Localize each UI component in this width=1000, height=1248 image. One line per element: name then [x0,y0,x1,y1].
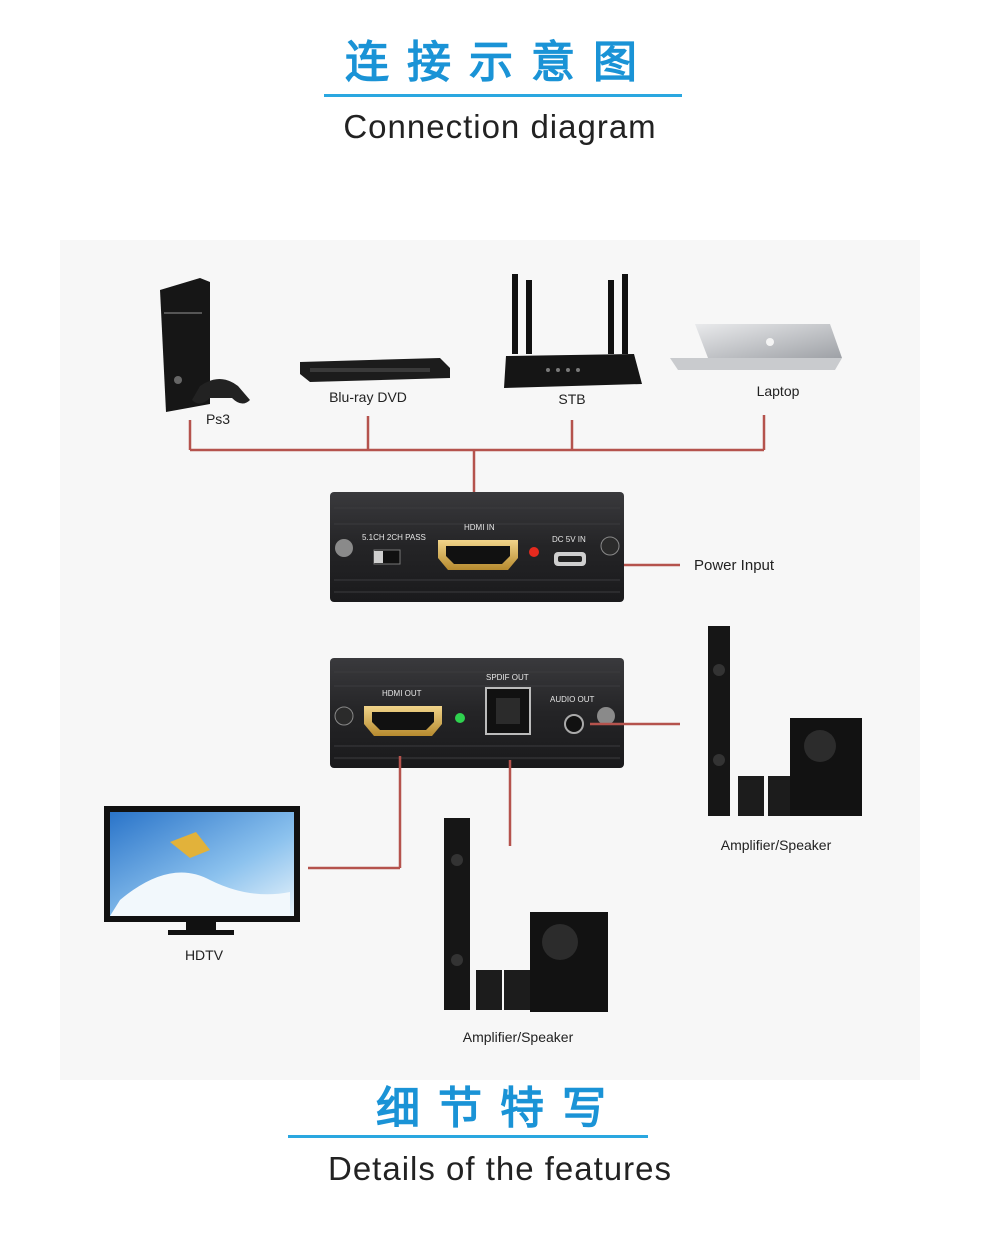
footer-zh-title: 细节特写 [376,1083,624,1134]
dc-in-label: DC 5V IN [552,535,586,544]
connection-diagram: Ps3 Blu-ray DVD STB Laptop 5.1CH 2 [60,240,920,1080]
header-zh-title: 连接示意图 [345,37,655,88]
hdtv-label: HDTV [185,947,224,963]
audio-out-label: AUDIO OUT [550,695,595,704]
stb-icon [504,274,642,388]
stb-label: STB [558,391,585,407]
footer-en-title: Details of the features [327,1150,672,1187]
ps3-label: Ps3 [206,411,230,427]
hdmi-in-label: HDMI IN [464,523,495,532]
laptop-label: Laptop [757,383,800,399]
screw-icon [600,536,620,556]
ps3-icon [160,278,250,412]
screw-icon [597,707,615,725]
amplifier-speaker-bottom-icon [444,818,608,1012]
power-led [529,547,539,557]
screw-icon [335,539,353,557]
laptop-icon [670,324,842,370]
bluray-label: Blu-ray DVD [329,389,407,405]
amp-right-label: Amplifier/Speaker [721,837,832,853]
power-input-label: Power Input [694,557,775,574]
screw-icon [334,706,354,726]
switch-label: 5.1CH 2CH PASS [362,533,426,542]
amplifier-speaker-right-icon [708,626,862,816]
input-panel: 5.1CH 2CH PASS HDMI IN DC 5V IN [330,492,624,602]
header-en-title: Connection diagram [343,108,657,145]
hdtv-icon [104,806,300,935]
output-panel: HDMI OUT SPDIF OUT AUDIO OUT [330,658,624,768]
hdmi-out-label: HDMI OUT [382,689,422,698]
spdif-out-label: SPDIF OUT [486,673,529,682]
audio-out-jack[interactable] [564,714,584,734]
signal-led [455,713,465,723]
bluray-icon [300,358,450,382]
footer-rule [288,1135,648,1138]
amp-bottom-label: Amplifier/Speaker [463,1029,574,1045]
output-wires [308,722,680,870]
header-rule [324,94,682,97]
